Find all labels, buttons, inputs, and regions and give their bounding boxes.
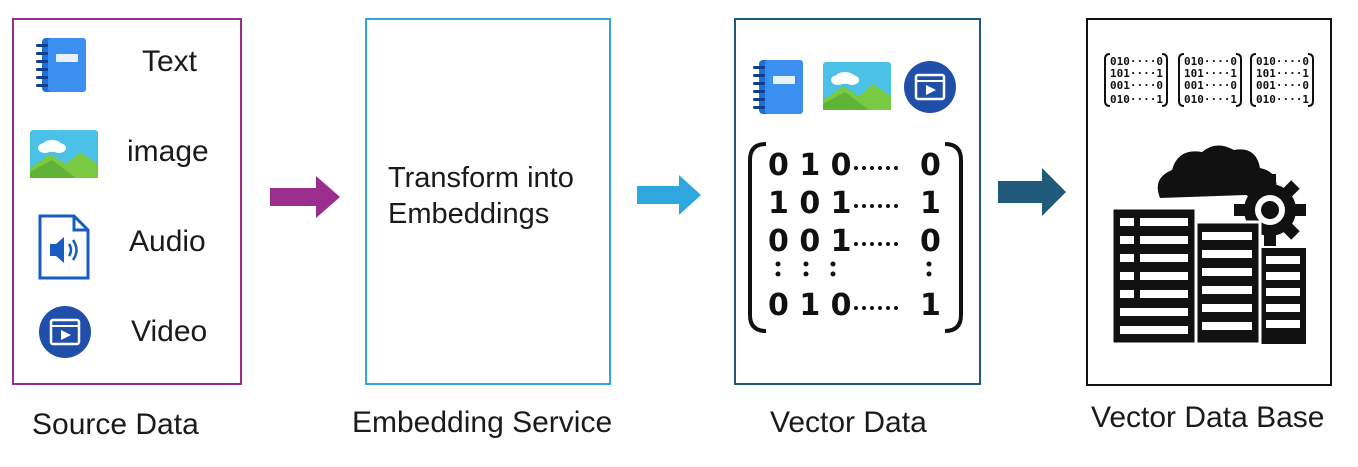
svg-text:010····1: 010····1 <box>1110 93 1163 106</box>
database-servers-icon <box>1110 138 1310 348</box>
svg-text:010····0: 010····0 <box>1256 55 1309 68</box>
matrix-row: 1 0 1 <box>768 186 852 221</box>
vector-database-box <box>1086 18 1332 386</box>
matrix-last-col: 0 <box>920 148 941 183</box>
image-icon <box>823 62 891 110</box>
embedding-service-box <box>365 18 611 385</box>
matrix-last-col: 1 <box>920 288 941 323</box>
arrow-right-icon <box>637 175 703 215</box>
matrix-row: 0 0 1 <box>768 224 852 259</box>
embedding-line2: Embeddings <box>388 198 550 230</box>
svg-text:010····0: 010····0 <box>1184 55 1237 68</box>
notebook-icon <box>751 56 809 116</box>
svg-text:101····1: 101····1 <box>1184 67 1237 80</box>
svg-text:001····0: 001····0 <box>1256 79 1309 92</box>
svg-text:101····1: 101····1 <box>1110 67 1163 80</box>
svg-text:001····0: 001····0 <box>1184 79 1237 92</box>
svg-text:010····1: 010····1 <box>1184 93 1237 106</box>
video-icon <box>903 60 957 114</box>
source-image-label: image <box>127 135 209 168</box>
vector-data-box <box>734 18 981 385</box>
vector-matrix: 0 1 0 1 0 1 0 0 1 0 1 0 0 1 0 1 <box>748 140 963 335</box>
source-data-caption: Source Data <box>32 408 199 441</box>
mini-matrix-icon: 010····0 101····1 001····0 010····1 010·… <box>1104 52 1314 108</box>
svg-text:010····1: 010····1 <box>1256 93 1309 106</box>
svg-text:101····1: 101····1 <box>1256 67 1309 80</box>
video-icon <box>38 305 92 359</box>
notebook-icon <box>34 34 92 94</box>
audio-file-icon <box>38 214 90 280</box>
source-data-box <box>12 18 242 385</box>
arrow-right-icon <box>998 168 1068 216</box>
svg-text:001····0: 001····0 <box>1110 79 1163 92</box>
matrix-last-col: 1 <box>920 186 941 221</box>
matrix-ellipsis <box>775 166 932 310</box>
embedding-line1: Transform into <box>388 162 574 194</box>
matrix-row: 0 1 0 <box>768 288 852 323</box>
source-text-label: Text <box>142 45 198 78</box>
vector-database-caption: Vector Data Base <box>1091 401 1325 434</box>
svg-text:010····0: 010····0 <box>1110 55 1163 68</box>
matrix-row: 0 1 0 <box>768 148 852 183</box>
arrow-right-icon <box>270 176 342 218</box>
source-video-label: Video <box>131 315 208 348</box>
matrix-last-col: 0 <box>920 224 941 259</box>
source-audio-label: Audio <box>129 225 206 258</box>
vector-data-caption: Vector Data <box>770 406 927 439</box>
embedding-service-caption: Embedding Service <box>352 406 613 439</box>
image-icon <box>30 130 98 178</box>
